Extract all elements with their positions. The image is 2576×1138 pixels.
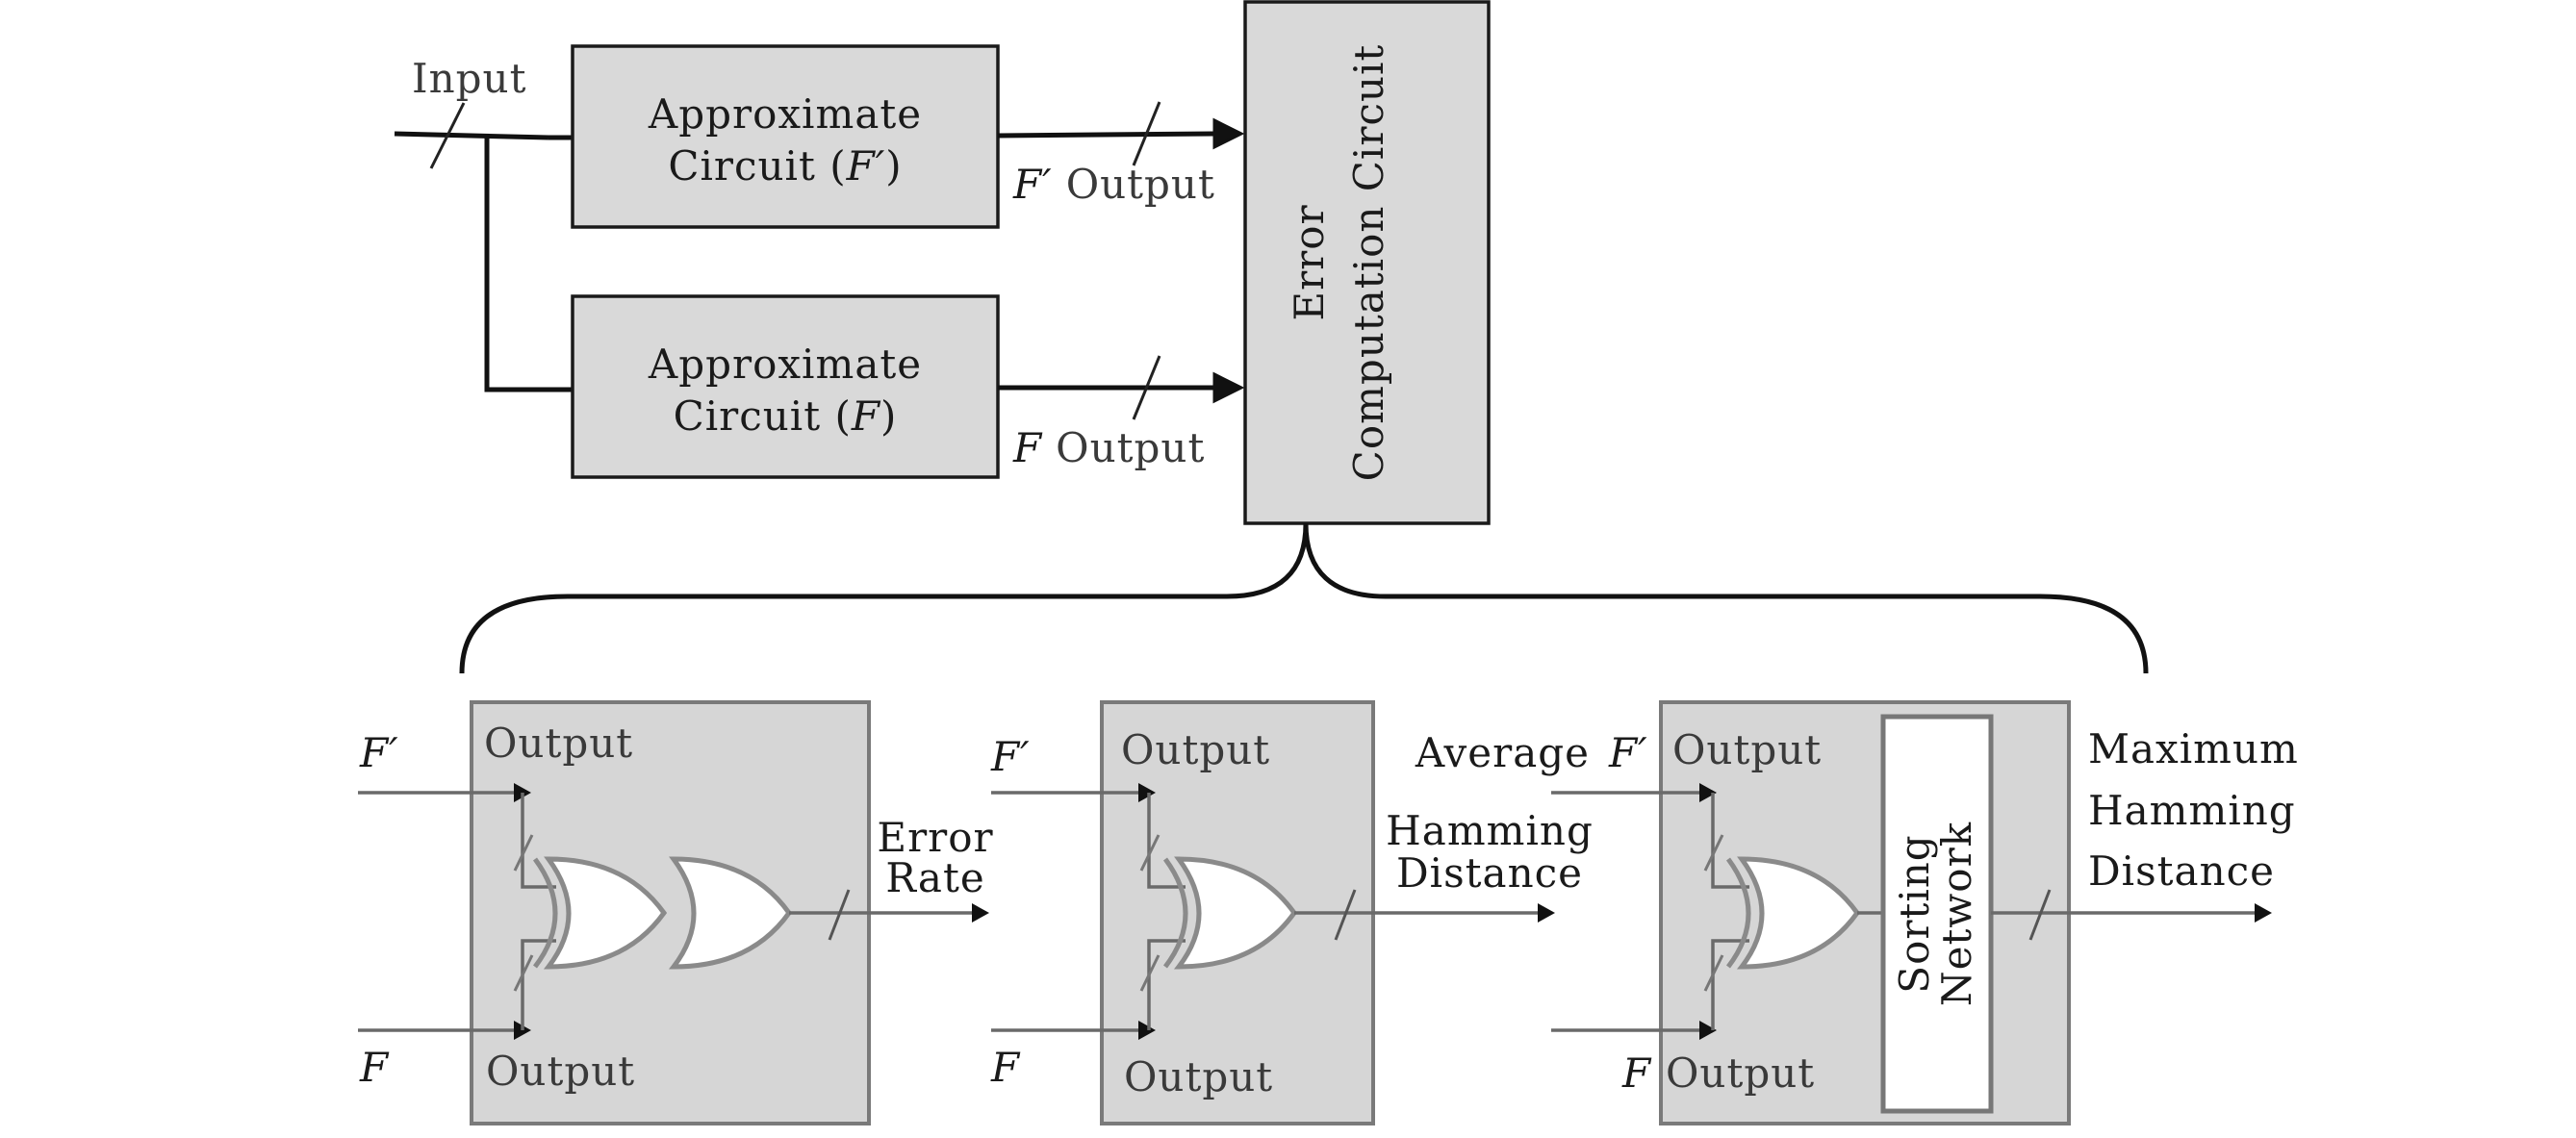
module2-result-line3: Distance — [1396, 849, 1583, 897]
module1-xor-gate — [543, 856, 668, 970]
module2-bottom-arrowhead — [1138, 1021, 1156, 1040]
brace-left — [459, 522, 1309, 674]
module2-input-bottom-label: Output — [1124, 1053, 1273, 1100]
module2-top-arrowhead — [1138, 783, 1156, 802]
input-label: Input — [412, 55, 526, 102]
module1-result-line2: Rate — [885, 854, 984, 901]
input-wire — [394, 131, 549, 140]
module3-input-bottom-label: Output — [1666, 1049, 1815, 1097]
module2-input-bottom-symbol: F — [990, 1044, 1021, 1091]
avg-hamming-module: F′ Output F Output Average Hamming Dista… — [990, 700, 1594, 1125]
module1-output-arrowhead — [972, 903, 989, 923]
approx-circuit-line1: Approximate — [648, 341, 922, 388]
module3-xor-gate — [1736, 856, 1861, 970]
brace-right — [1303, 522, 2149, 674]
top-section: Input Approximate Circuit (F′) Approxima… — [394, 0, 2149, 674]
module2-result-line1: Average — [1415, 729, 1590, 776]
module3-input-top-label: Output — [1672, 726, 1822, 773]
error-computation-line2: Computation Circuit — [1345, 44, 1392, 482]
max-hamming-module: F′ Output F Output Sorting Network Maxim… — [1551, 700, 2299, 1125]
module1-input-top-label: Output — [484, 720, 633, 767]
module2-input-top-label: Output — [1121, 726, 1270, 773]
module1-or-gate — [668, 856, 793, 970]
approx-circuit-box — [571, 294, 1000, 479]
module3-output-arrowhead — [2255, 903, 2272, 923]
output-prime-label: F′Output — [1012, 161, 1215, 208]
module3-result-line3: Distance — [2088, 847, 2275, 895]
module2-xor-gate — [1173, 856, 1298, 970]
module3-result-line2: Hamming — [2088, 787, 2296, 834]
module2-input-top-symbol: F′ — [990, 733, 1031, 780]
branch-wire — [484, 136, 548, 392]
output-prime-bus-slash — [1132, 101, 1161, 166]
module3-top-arrowhead — [1699, 783, 1717, 802]
module3-result-line1: Maximum — [2088, 725, 2299, 772]
output-arrowhead — [1212, 371, 1245, 404]
approx-circuit-prime-box — [571, 44, 1000, 229]
module3-bottom-arrowhead — [1699, 1021, 1717, 1040]
module2-result-line2: Hamming — [1386, 807, 1594, 854]
approx-circuit-prime-line2: Circuit (F′) — [668, 142, 902, 190]
module3-input-bottom-symbol: F — [1621, 1049, 1652, 1097]
module1-input-top-symbol: F′ — [359, 729, 399, 776]
sorting-network-box — [1880, 714, 1994, 1114]
sorting-network-line1: Sorting — [1891, 834, 1938, 993]
output-bus-slash — [1132, 355, 1161, 420]
module2-output-arrowhead — [1538, 903, 1555, 923]
error-rate-module: F′ Output F Output Error Rate — [358, 700, 993, 1125]
module1-input-bottom-symbol: F — [359, 1044, 390, 1091]
approx-circuit-line2: Circuit (F) — [674, 392, 898, 440]
module3-input-top-symbol: F′ — [1608, 729, 1648, 776]
error-computation-line1: Error — [1286, 204, 1333, 320]
output-prime-arrowhead — [1212, 117, 1245, 150]
input-bus-slash — [429, 102, 466, 169]
approx-circuit-prime-line1: Approximate — [648, 90, 922, 138]
sorting-network-line2: Network — [1933, 822, 1980, 1006]
output-prime-wire — [997, 131, 1215, 139]
module1-result-line1: Error — [877, 814, 993, 861]
error-computation-box — [1243, 0, 1491, 525]
module1-input-bottom-label: Output — [486, 1048, 635, 1095]
